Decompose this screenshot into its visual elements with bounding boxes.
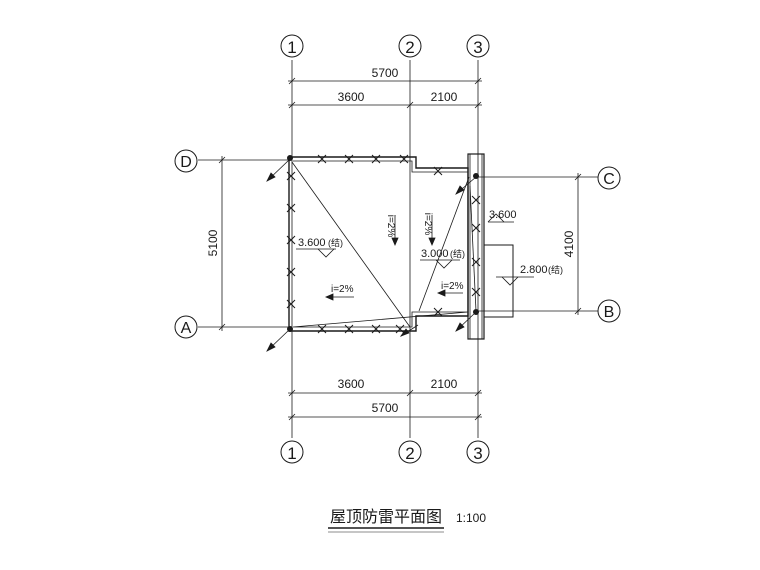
elevation-canopy: 2.800: [520, 264, 548, 276]
drawing-scale: 1:100: [456, 511, 486, 525]
elevation-mid: 3.000: [421, 248, 449, 260]
elevation-mid-note: (结): [450, 248, 465, 259]
axis-label-1-bottom: 1: [287, 444, 296, 463]
axis-label-2-bottom: 2: [405, 444, 414, 463]
axis-label-1-top: 1: [287, 38, 296, 57]
slope-arrows: [324, 215, 463, 301]
elevation-markers: [296, 213, 534, 286]
axis-lines-horizontal: [198, 159, 598, 328]
roof-ridge-lines: [291, 161, 477, 328]
dimension-bottom-right: 2100: [431, 377, 458, 391]
dimension-top-total: 5700: [372, 66, 399, 80]
dimension-top-right: 2100: [431, 90, 458, 104]
corner-nodes: [286, 154, 479, 332]
dimension-bottom-total: 5700: [372, 401, 399, 415]
elevation-main-note: (结): [328, 237, 343, 248]
lightning-belt-marks: [286, 154, 481, 334]
slope-mid-vertical: i=2%: [422, 213, 433, 236]
elevation-right: 3.600: [489, 209, 517, 221]
title-underline: [328, 527, 444, 533]
top-dimension-lines: [288, 77, 482, 109]
axis-bubbles: [174, 34, 621, 464]
building-outline: [288, 153, 514, 340]
axis-label-3-top: 3: [473, 38, 482, 57]
axis-label-b: B: [604, 304, 615, 321]
axis-label-d: D: [180, 154, 192, 171]
axis-label-a: A: [181, 320, 192, 337]
bottom-dimension-lines: [288, 389, 482, 421]
left-dimension-line: [218, 156, 226, 331]
axis-lines-vertical: [291, 60, 479, 438]
axis-label-3-bottom: 3: [473, 444, 482, 463]
dimension-right-height: 4100: [562, 230, 576, 257]
elevation-main: 3.600: [298, 237, 326, 249]
axis-label-c: C: [603, 171, 615, 188]
slope-main-horizontal: i=2%: [331, 284, 354, 295]
elevation-canopy-note: (结): [548, 264, 563, 275]
slope-main-vertical: i=2%: [385, 215, 396, 238]
dimension-bottom-left: 3600: [338, 377, 365, 391]
down-conductor-arrows: [266, 159, 477, 352]
slope-mid-horizontal: i=2%: [441, 281, 464, 292]
right-dimension-line: [574, 173, 582, 315]
axis-label-2-top: 2: [405, 38, 414, 57]
drawing-title: 屋顶防雷平面图: [330, 507, 442, 526]
dimension-top-left: 3600: [338, 90, 365, 104]
dimension-left-height: 5100: [206, 229, 220, 256]
